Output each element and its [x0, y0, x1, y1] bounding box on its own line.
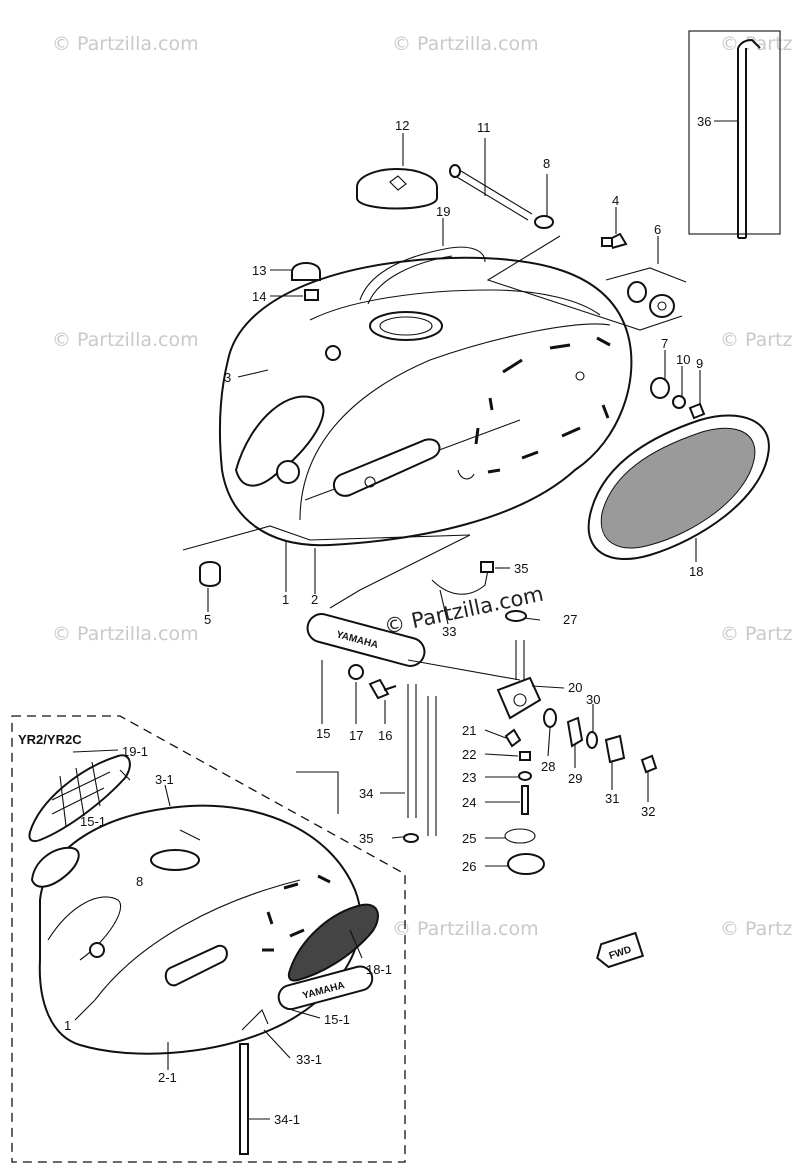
watermark: © Partzilla.com — [720, 918, 792, 940]
callout-28: 28 — [541, 759, 555, 774]
fuel-gauge-rod — [737, 38, 761, 239]
callout-6: 6 — [654, 222, 661, 237]
fuel-cock-assembly — [496, 610, 658, 875]
callout-3: 3 — [224, 370, 231, 385]
inset-box — [688, 30, 781, 235]
variant-knee-grip-lower — [287, 903, 379, 982]
variant-yamaha-emblem: YAMAHA — [277, 965, 374, 1011]
callout-15: 15 — [316, 726, 330, 741]
filler-neck — [369, 311, 443, 341]
callout-27: 27 — [563, 612, 577, 627]
callout-30: 30 — [586, 692, 600, 707]
variant-fuel-tank — [30, 804, 362, 1055]
callout-15-1-top: 15-1 — [80, 814, 106, 829]
watermark: © Partzilla.com — [720, 329, 792, 351]
callout-26: 26 — [462, 859, 476, 874]
callout-1: 1 — [282, 592, 289, 607]
callout-4: 4 — [612, 193, 619, 208]
callout-35-bottom: 35 — [359, 831, 373, 846]
callout-25: 25 — [462, 831, 476, 846]
damper-6a — [627, 281, 647, 303]
leader-lines — [72, 133, 701, 1120]
yamaha-emblem: YAMAHA — [306, 613, 426, 667]
callout-9: 9 — [696, 356, 703, 371]
callout-8: 8 — [543, 156, 550, 171]
watermark: © Partzilla.com — [720, 623, 792, 645]
mounting-bolt — [451, 167, 533, 221]
knee-grip — [587, 414, 770, 560]
callout-7: 7 — [661, 336, 668, 351]
main-fuel-tank — [219, 246, 633, 547]
callout-21: 21 — [462, 723, 476, 738]
callout-33: 33 — [442, 624, 456, 639]
watermark: © Partzilla.com — [52, 329, 199, 351]
callout-36: 36 — [697, 114, 711, 129]
damper-5 — [199, 561, 221, 587]
callout-35-top: 35 — [514, 561, 528, 576]
badge-plate — [332, 438, 441, 497]
callout-22: 22 — [462, 747, 476, 762]
callout-14: 14 — [252, 289, 266, 304]
callout-16: 16 — [378, 728, 392, 743]
watermark: © Partzilla.com — [52, 623, 199, 645]
nut-9 — [688, 402, 706, 420]
callout-19: 19 — [436, 204, 450, 219]
callout-13: 13 — [252, 263, 266, 278]
grommet-17 — [348, 664, 364, 680]
callout-2: 2 — [311, 592, 318, 607]
front-direction-arrow: FWD — [596, 931, 645, 969]
callout-23: 23 — [462, 770, 476, 785]
callout-10: 10 — [676, 352, 690, 367]
watermark: © Partzilla.com — [52, 33, 199, 55]
fuel-hose — [431, 569, 489, 595]
callout-15-1-bottom: 15-1 — [324, 1012, 350, 1027]
callout-18-1: 18-1 — [366, 962, 392, 977]
damper-6b — [649, 294, 675, 318]
yr2-variant-box — [11, 715, 406, 1163]
watermark: © Partzilla.com — [392, 33, 539, 55]
callout-18: 18 — [689, 564, 703, 579]
callout-2-1: 2-1 — [158, 1070, 177, 1085]
callout-12: 12 — [395, 118, 409, 133]
callout-29: 29 — [568, 771, 582, 786]
callout-1-variant: 1 — [64, 1018, 71, 1033]
filter-pipe — [407, 684, 417, 818]
watermark: © Partzilla.com — [392, 918, 539, 940]
callout-20: 20 — [568, 680, 582, 695]
callout-34: 34 — [359, 786, 373, 801]
callout-24: 24 — [462, 795, 476, 810]
screw-16 — [368, 678, 397, 700]
collar-10 — [672, 395, 686, 409]
callout-11: 11 — [477, 120, 491, 135]
callout-8-variant: 8 — [136, 874, 143, 889]
callout-32: 32 — [641, 804, 655, 819]
screw-4 — [601, 232, 628, 249]
callout-17: 17 — [349, 728, 363, 743]
variant-filter-pipe — [239, 1043, 249, 1155]
plug-14 — [304, 289, 319, 301]
washer — [534, 215, 554, 229]
callout-19-1: 19-1 — [122, 744, 148, 759]
variant-knee-grip-upper — [28, 754, 131, 843]
variant-label: YR2/YR2C — [18, 732, 82, 747]
watermark-center: © Partzilla.com — [382, 582, 546, 639]
callout-34-1: 34-1 — [274, 1112, 300, 1127]
reference-line — [486, 235, 683, 331]
tank-cap — [356, 168, 438, 210]
hose-clip — [480, 561, 494, 573]
callout-31: 31 — [605, 791, 619, 806]
callout-labels: 12 11 8 4 6 19 13 14 3 7 10 9 1 2 5 18 3… — [64, 114, 711, 1127]
callout-3-1: 3-1 — [155, 772, 174, 787]
washer-7 — [650, 377, 670, 399]
cap-13 — [291, 262, 321, 281]
callout-5: 5 — [204, 612, 211, 627]
callout-33-1: 33-1 — [296, 1052, 322, 1067]
